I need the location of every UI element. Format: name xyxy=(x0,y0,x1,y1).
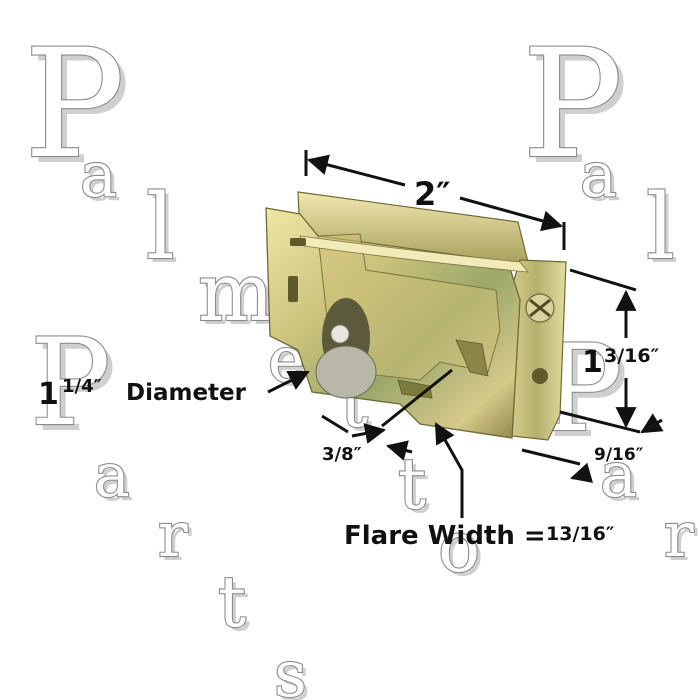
diameter-whole: 1 xyxy=(38,377,59,412)
tab xyxy=(455,339,489,377)
svg-text:l: l xyxy=(150,179,179,284)
svg-text:P: P xyxy=(36,320,117,459)
dimension-labels: 2″ 1 3/16″ 1 1/4″ Diameter 3/8″ 9/16″ Fl… xyxy=(38,175,660,551)
svg-text:a: a xyxy=(584,142,621,215)
watermark-letter: a xyxy=(580,138,617,211)
svg-text:l: l xyxy=(650,179,679,284)
svg-text:a: a xyxy=(84,142,121,215)
dimension-lines xyxy=(267,150,664,518)
slot xyxy=(288,276,298,302)
diameter-fraction: 1/4″ xyxy=(62,376,102,397)
svg-text:P: P xyxy=(30,24,131,198)
svg-text:m: m xyxy=(202,250,278,343)
depth-label: 9/16″ xyxy=(594,445,644,465)
svg-text:s: s xyxy=(278,642,311,700)
watermark-letter: a xyxy=(600,438,637,511)
svg-text:o: o xyxy=(442,510,484,592)
watermark-letter: t xyxy=(218,561,246,643)
watermark-letter: r xyxy=(664,498,694,571)
width-label: 2″ xyxy=(414,175,451,213)
watermark-letter: t xyxy=(398,443,426,525)
svg-text:r: r xyxy=(162,502,192,575)
svg-text:a: a xyxy=(604,442,641,515)
svg-text:P: P xyxy=(528,24,629,198)
offset-label: 3/8″ xyxy=(322,444,362,465)
watermark-letter: r xyxy=(158,498,188,571)
watermark-letter: l xyxy=(646,175,675,280)
flare-value: 13/16″ xyxy=(546,523,615,545)
svg-text:t: t xyxy=(222,565,250,647)
height-fraction: 3/16″ xyxy=(604,345,660,367)
axle-pin xyxy=(330,324,350,344)
diameter-word: Diameter xyxy=(126,380,247,406)
watermark-letter: l xyxy=(146,175,175,280)
top-edge xyxy=(299,235,529,273)
roller-assembly xyxy=(265,191,567,441)
watermark-letter: a xyxy=(80,138,117,211)
svg-text:a: a xyxy=(98,445,134,515)
watermark-letter: P xyxy=(24,18,125,192)
slot xyxy=(290,238,306,246)
watermark: P a l m e t t o P a r t s P a l P a r P … xyxy=(23,17,698,700)
svg-text:r: r xyxy=(668,502,698,575)
watermark-letter: o xyxy=(438,506,480,588)
wheel xyxy=(315,345,377,399)
watermark-letter: s xyxy=(274,638,307,700)
height-whole: 1 xyxy=(582,345,603,380)
watermark-letter: P xyxy=(522,18,623,192)
watermark-letter: P xyxy=(30,314,111,453)
flare-prefix: Flare Width = xyxy=(344,521,546,551)
screw-hole xyxy=(532,368,548,384)
watermark-letter: m xyxy=(198,246,274,339)
watermark-letter: a xyxy=(94,441,130,511)
